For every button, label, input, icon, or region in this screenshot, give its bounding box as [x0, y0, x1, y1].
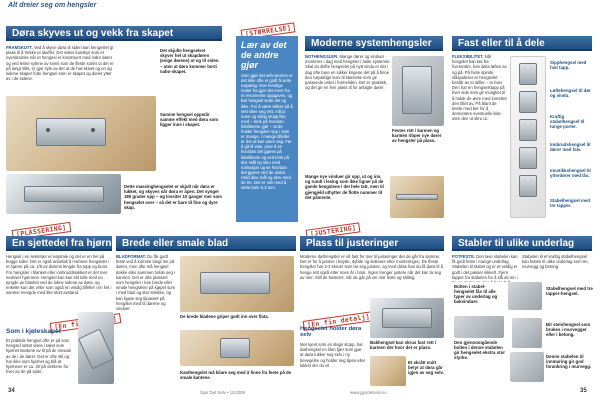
section-body: Når hengslet kan tas fra hverandre, kan …	[452, 54, 507, 122]
section-text-justeringer: Moderne dørhengsler er så fast for mer t…	[300, 254, 443, 280]
callout-steinhengsel: Bit steinhengsel som brukes i murvegger …	[546, 322, 591, 338]
callout-innbrudd: Innbrudshengsel til dører med fals.	[550, 142, 591, 153]
hinge-icon	[519, 175, 537, 197]
hinge-icon	[396, 194, 438, 200]
screw-icon	[46, 128, 50, 132]
section-body: Den lave stabelen kan få godt feste i ma…	[452, 254, 518, 282]
sub-text-kjoleskap: Et praktisk hengsel ofte er på som hengs…	[6, 338, 71, 375]
window-hinge-caption: Mange nye vinduer gir opp, ut og inn, og…	[305, 174, 384, 200]
callout-innmuring: Denne stabelen til innmuring gir god for…	[546, 354, 592, 370]
stabel-photo-3	[512, 318, 542, 348]
section-body: Mange dører og vinduer monteres i dag me…	[305, 54, 391, 91]
callout-loftehengsel: Løftehengsel til dør og vindu.	[550, 88, 591, 99]
section-text-brede: BLADFORMAT. Du får godt feste ved å komm…	[116, 254, 176, 386]
section-lead: FRAMSKUTT.	[6, 45, 33, 50]
callout-gjennomgaende: Den gjennomgående bolten i denne stabele…	[454, 340, 505, 361]
page-number-right: 35	[580, 388, 587, 394]
page-number-left: 34	[8, 388, 15, 394]
section-text-sjettedel: Hengsel i en sekretær er nøytrale og det…	[6, 254, 112, 296]
hinge-icon	[519, 91, 537, 113]
slanted-hinge-photo	[370, 356, 406, 386]
section-header-fast: Fast eller til å dele	[452, 36, 592, 51]
hinge-photo-1	[6, 96, 156, 171]
narrow-hinge-caption: Kanthengslet må kilare seg med å finne f…	[180, 370, 292, 381]
sub-title-hengsel-holder: Hengselet holder døra selv	[300, 326, 362, 338]
wide-hinge-photo	[180, 256, 294, 312]
hinge-icon	[24, 186, 104, 202]
section-text-skyves: FRAMSKUTT. Ved å skyve døra til siden ka…	[6, 45, 116, 130]
section-body: Ved å skyve døra til siden kan hengeslet…	[6, 45, 114, 82]
section-text-moderne: NOTHENGSLER. Mange dører og vinduer mont…	[305, 54, 391, 170]
section-body: Du får godt feste ved å komme langt inn …	[116, 254, 176, 312]
hinge-icon	[36, 118, 106, 146]
hinge-icon	[200, 272, 270, 294]
system-hinge-photo	[392, 56, 444, 126]
stabel-photo-4	[510, 352, 544, 382]
hinge-icon	[78, 328, 114, 370]
section-lead: BLADFORMAT.	[116, 254, 146, 259]
running-title: Alt dreier seg om hengsler	[8, 2, 97, 9]
side-box: Lær av det de andre gjør Som gjør det se…	[236, 36, 298, 222]
hinge-types-photo	[510, 56, 546, 218]
hinge-photo-2	[6, 174, 121, 214]
section-lead: FLEKSIBILITET.	[452, 54, 484, 59]
sub-title-kjoleskap: Som i kjøleskapet	[6, 328, 61, 335]
callout-bakhengsel: Bakhengsel kan skrus fast rett i karmen …	[370, 340, 437, 351]
callout-stabelhengsel: Stabelhengsel med tre tapper.	[550, 198, 591, 209]
section-header-moderne: Moderne systemhengsler	[305, 36, 443, 51]
callout-stabel-tre-tapper: Stabelhengsel med tre tapper-hengsel.	[546, 286, 593, 297]
section-lead: FOTFESTE.	[452, 254, 476, 259]
hinge-icon	[220, 338, 250, 358]
section-header-skyves: Døra skyves ut og vekk fra skapet	[6, 26, 222, 41]
callout-skratt-snitt: Et skrått snitt betyr at døra går igjen …	[408, 360, 444, 376]
screw-icon	[91, 128, 95, 132]
adjust-hinge-photo	[370, 298, 444, 338]
side-text-stabler: Stabelen til et kraftig stabelhengsel ka…	[522, 254, 589, 270]
photo-caption-top: Det skjulte hengselset skyver hel ut ska…	[160, 48, 219, 74]
section-text-fast: FLEKSIBILITET. Når hengslet kan tas fra …	[452, 54, 508, 220]
system-hinge-caption: Festes rett i karmen og karmen ribper ny…	[392, 128, 442, 144]
side-box-title: Lær av det de andre gjør	[241, 40, 287, 70]
hinge-icon	[382, 308, 432, 328]
section-text-stabler: FOTFESTE. Den lave stabelen kan få godt …	[452, 254, 518, 282]
stabel-photo-2	[454, 316, 504, 338]
sub-text-hengsel-holder: Mer kjent som en slags stopp, har dørhen…	[300, 342, 366, 368]
photo-caption-mid: Samme hengsel oppstår samme effekt med d…	[160, 112, 219, 128]
wide-hinge-caption: De brede bladene griper godt inn over fl…	[180, 314, 269, 319]
callout-bolten: Bolten i stabel-hengselet fås til alle t…	[454, 284, 498, 305]
hinge-icon	[402, 66, 432, 114]
narrow-hinge-photo	[180, 330, 294, 366]
section-header-stabler: Stabler til ulike underlag	[452, 236, 592, 251]
hinge-icon	[519, 147, 537, 169]
side-box-text: Som gjør det selv-person er det ikke oft…	[241, 73, 293, 191]
section-header-brede: Brede eller smale blad	[116, 236, 296, 251]
fridge-hinge-photo	[78, 312, 114, 384]
callout-innstikk: Innstikkshengsel til ytterdører med lås.	[550, 168, 591, 179]
window-hinge-photo	[390, 176, 444, 218]
running-header: Alt dreier seg om hengsler	[0, 0, 600, 13]
callout-kraftig: Kraftig stabelhengsel til tunge porter.	[550, 114, 585, 130]
stabel-photo-1	[508, 282, 542, 310]
section-header-justeringer: Plass til justeringer	[300, 236, 444, 251]
section-header-sjettedel: En sjettedel fra hjørnet	[6, 236, 112, 251]
photo-caption-bottom: Dette massinghengselet er skjult når dør…	[124, 184, 222, 210]
section-lead: NOTHENGSLER.	[305, 54, 339, 59]
hinge-icon	[519, 119, 537, 141]
footer-right: www.gjordetselv.no	[350, 390, 387, 395]
footer-left: Gjør Det Selv • 11/2008	[200, 390, 245, 395]
callout-sipphengsel: Sipphengsel med fast tapp.	[550, 60, 587, 71]
hinge-icon	[519, 63, 537, 85]
